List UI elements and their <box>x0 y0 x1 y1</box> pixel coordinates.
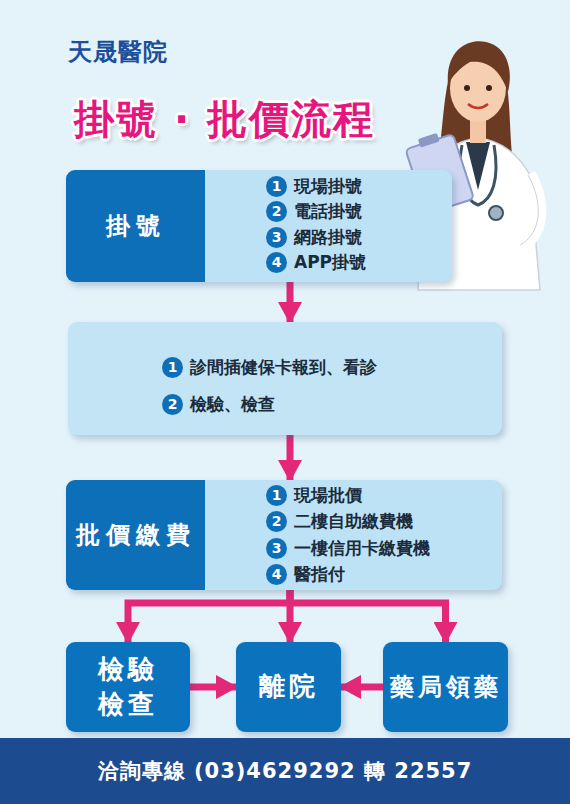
flow-arrow <box>290 590 446 642</box>
list-item: 現場掛號 <box>294 175 362 197</box>
page-title: 掛號 · 批價流程 <box>74 92 375 147</box>
callout-number: 2 <box>266 201 287 222</box>
callout-number: 3 <box>266 227 287 248</box>
list-item: 網路掛號 <box>294 226 362 248</box>
exam-box: 檢驗 檢查 <box>66 642 190 732</box>
box-label: 藥局領藥 <box>390 671 502 703</box>
hair-top <box>448 41 510 92</box>
pharmacy-box: 藥局領藥 <box>383 642 508 732</box>
register-box: 掛號 1 現場掛號 2 電話掛號 3 網路掛號 4 APP掛號 <box>66 170 452 282</box>
header-panel: 掛號 <box>66 170 205 282</box>
list-item: 電話掛號 <box>294 200 362 222</box>
consult-box: 1 診間插健保卡報到、看診 2 檢驗、檢查 <box>68 322 502 435</box>
flow-arrow <box>287 435 294 480</box>
leave-box: 離院 <box>236 642 341 732</box>
list-item: 醫指付 <box>294 563 345 585</box>
callout-number: 1 <box>266 176 287 197</box>
arm <box>520 175 538 245</box>
list-item: 二樓自助繳費機 <box>294 510 413 532</box>
list-item: APP掛號 <box>294 251 366 273</box>
list-item: 診間插健保卡報到、看診 <box>190 356 377 378</box>
hospital-name: 天晟醫院 <box>68 36 168 68</box>
list-item: 現場批價 <box>294 484 362 506</box>
box-label: 離院 <box>259 669 319 704</box>
flow-arrow <box>287 282 294 322</box>
box-heading: 批價繳費 <box>76 519 196 551</box>
payment-box: 批價繳費 1 現場批價 2 二樓自助繳費機 3 一樓信用卡繳費機 4 醫指付 <box>66 480 502 590</box>
box-heading: 掛號 <box>106 210 166 242</box>
eye <box>464 85 470 91</box>
contact-band: 洽詢專線 (03)4629292 轉 22557 <box>0 738 570 804</box>
mouth <box>468 104 488 108</box>
flow-arrow <box>190 684 236 691</box>
flow-arrow <box>341 684 383 691</box>
stethoscope-head <box>489 206 503 220</box>
list-item: 一樓信用卡繳費機 <box>294 537 430 559</box>
callout-number: 4 <box>266 564 287 585</box>
eye <box>486 85 492 91</box>
callout-number: 2 <box>266 511 287 532</box>
callout-number: 4 <box>266 252 287 273</box>
callout-number: 1 <box>162 357 183 378</box>
contact-text: 洽詢專線 (03)4629292 轉 22557 <box>98 757 473 785</box>
list-item: 檢驗、檢查 <box>190 393 275 415</box>
callout-number: 3 <box>266 538 287 559</box>
callout-number: 1 <box>266 485 287 506</box>
callout-number: 2 <box>162 394 183 415</box>
header-panel: 批價繳費 <box>66 480 205 590</box>
flow-arrow <box>128 590 290 642</box>
arm-line <box>520 175 538 245</box>
box-label: 檢驗 檢查 <box>86 652 170 722</box>
